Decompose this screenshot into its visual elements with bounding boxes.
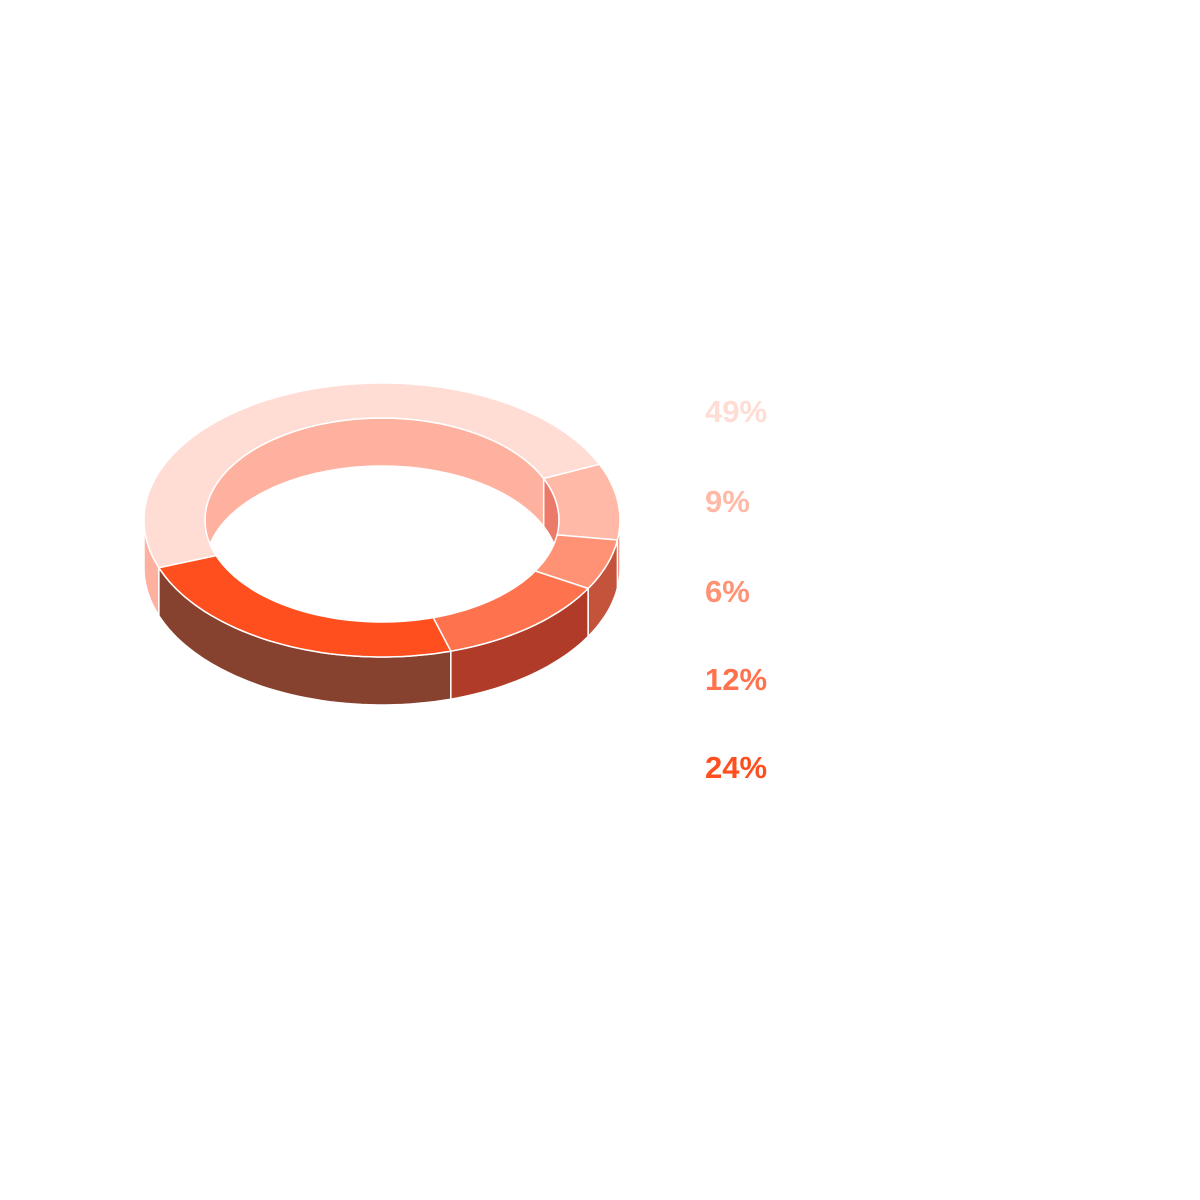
- label-slice-4: 24%: [705, 750, 768, 785]
- label-slice-2: 6%: [705, 574, 750, 609]
- slice-top-4: [158, 554, 452, 658]
- label-slice-1: 9%: [705, 484, 750, 519]
- label-slice-0: 49%: [705, 394, 768, 429]
- label-slice-3: 12%: [705, 662, 768, 697]
